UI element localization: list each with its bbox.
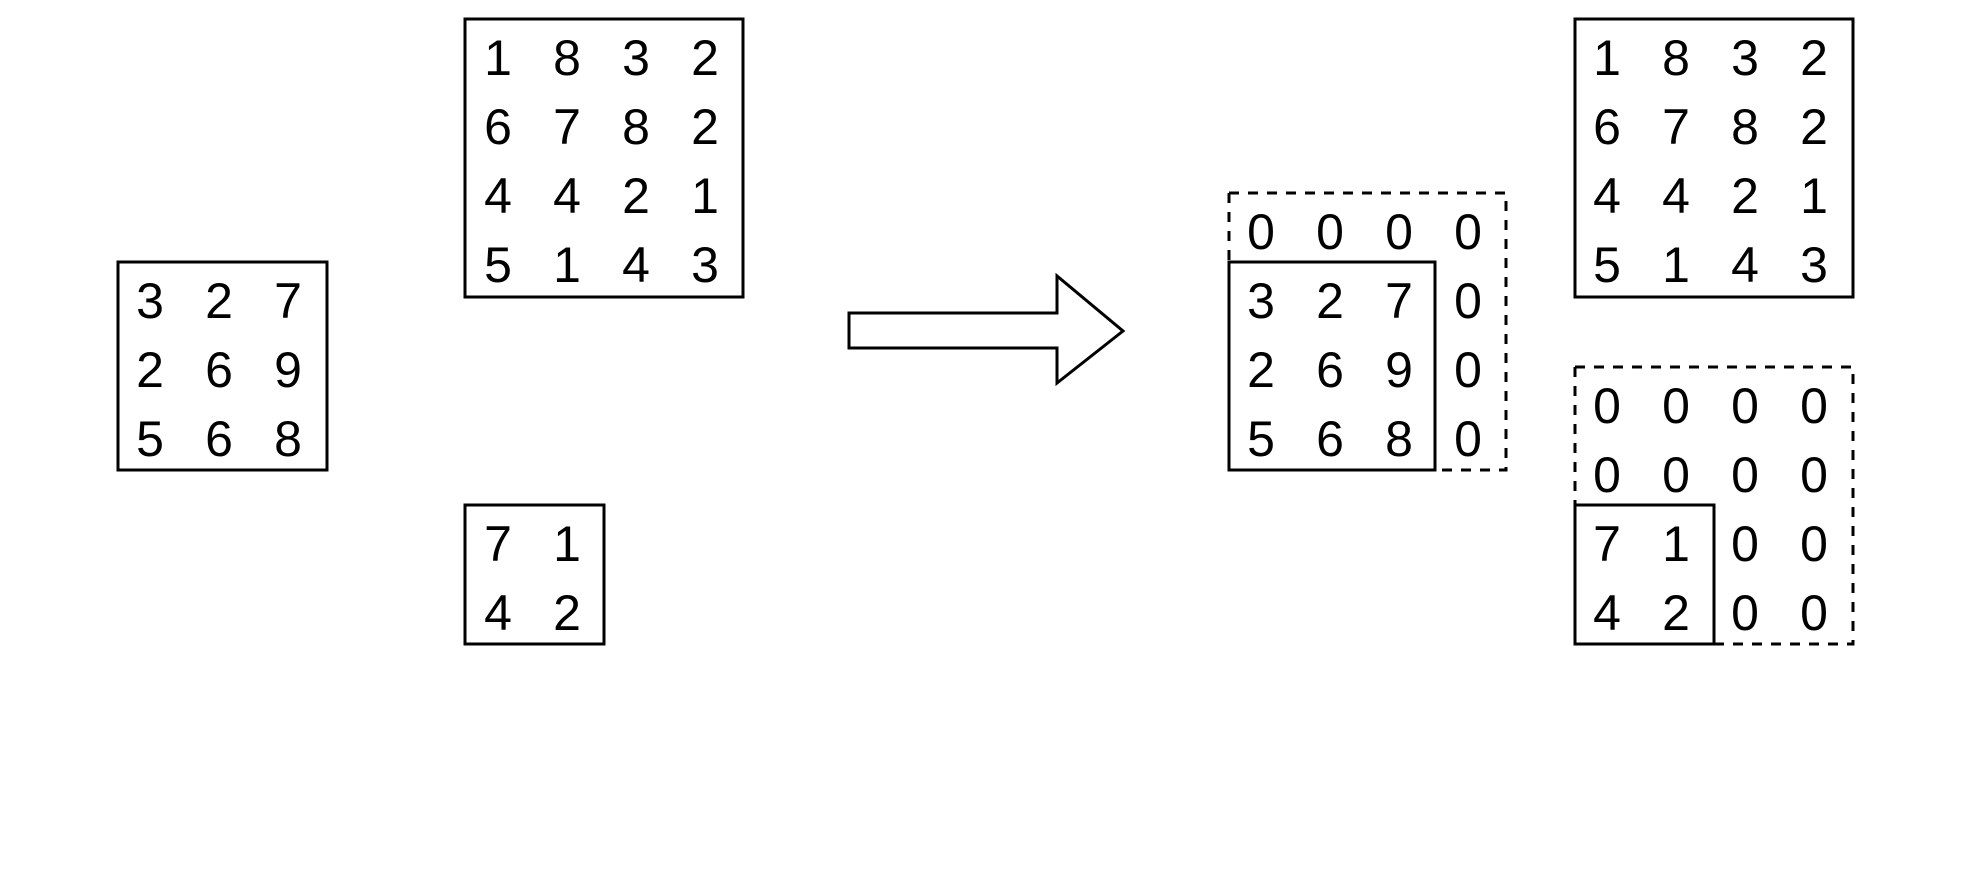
matrix-cell: 5 — [1247, 411, 1275, 467]
matrix-cell: 5 — [484, 237, 512, 293]
matrix-cell: 4 — [1593, 585, 1621, 641]
matrix-cell: 3 — [136, 273, 164, 329]
matrix-cell: 0 — [1454, 273, 1482, 329]
matrix-cell: 1 — [553, 516, 581, 572]
matrix-cell: 2 — [691, 99, 719, 155]
matrix-cell: 7 — [274, 273, 302, 329]
matrix-cell: 0 — [1800, 516, 1828, 572]
matrix-cell: 2 — [691, 30, 719, 86]
matrix-cell: 0 — [1385, 204, 1413, 260]
matrix-cell: 3 — [1731, 30, 1759, 86]
matrix-cell: 6 — [205, 411, 233, 467]
matrix-cell: 2 — [1800, 99, 1828, 155]
matrix-cell: 1 — [1593, 30, 1621, 86]
matrix-cell: 0 — [1454, 342, 1482, 398]
matrix-cell: 7 — [1662, 99, 1690, 155]
matrix-cell: 9 — [274, 342, 302, 398]
matrix-cell: 0 — [1800, 585, 1828, 641]
input-matrix-3x3-border — [116, 260, 329, 472]
matrix-cell: 2 — [622, 168, 650, 224]
matrix-cell: 4 — [1662, 168, 1690, 224]
matrix-cell: 8 — [1731, 99, 1759, 155]
matrix-cell: 0 — [1800, 447, 1828, 503]
output-matrix-4x4-border — [1573, 17, 1855, 299]
matrix-cell: 6 — [1593, 99, 1621, 155]
matrix-cell: 2 — [1316, 273, 1344, 329]
matrix-cell: 2 — [1731, 168, 1759, 224]
matrix-cell: 5 — [1593, 237, 1621, 293]
input-matrix-4x4-border — [463, 17, 745, 299]
original-2x2-border — [1573, 503, 1716, 646]
matrix-cell: 1 — [691, 168, 719, 224]
matrix-cell: 0 — [1662, 378, 1690, 434]
matrix-cell: 8 — [1385, 411, 1413, 467]
matrix-cell: 0 — [1731, 516, 1759, 572]
matrix-cell: 3 — [1800, 237, 1828, 293]
matrix-cell: 2 — [1800, 30, 1828, 86]
matrix-cell: 7 — [1593, 516, 1621, 572]
matrix-cell: 0 — [1454, 411, 1482, 467]
matrix-cell: 6 — [205, 342, 233, 398]
matrix-cell: 1 — [1800, 168, 1828, 224]
input-matrix-2x2-border — [463, 503, 606, 646]
matrix-cell: 0 — [1731, 378, 1759, 434]
matrix-cell: 4 — [622, 237, 650, 293]
padding-border-dashed — [1573, 365, 1855, 646]
matrix-cell: 4 — [1593, 168, 1621, 224]
matrix-cell: 0 — [1731, 447, 1759, 503]
matrix-cell: 6 — [1316, 342, 1344, 398]
matrix-cell: 8 — [622, 99, 650, 155]
matrix-cell: 2 — [1662, 585, 1690, 641]
matrix-cell: 9 — [1385, 342, 1413, 398]
matrix-cell: 0 — [1316, 204, 1344, 260]
matrix-cell: 0 — [1247, 204, 1275, 260]
matrix-cell: 1 — [484, 30, 512, 86]
matrix-cell: 2 — [553, 585, 581, 641]
matrix-cell: 8 — [1662, 30, 1690, 86]
matrix-cell: 7 — [553, 99, 581, 155]
matrix-cell: 0 — [1454, 204, 1482, 260]
matrix-cell: 7 — [484, 516, 512, 572]
matrix-cell: 4 — [553, 168, 581, 224]
matrix-cell: 2 — [205, 273, 233, 329]
matrix-cell: 8 — [274, 411, 302, 467]
matrix-cell: 3 — [622, 30, 650, 86]
matrix-cell: 0 — [1662, 447, 1690, 503]
matrix-cell: 1 — [553, 237, 581, 293]
matrix-cell: 1 — [1662, 237, 1690, 293]
matrix-cell: 0 — [1731, 585, 1759, 641]
right-arrow-icon — [847, 272, 1126, 387]
matrix-cell: 3 — [691, 237, 719, 293]
matrix-cell: 0 — [1593, 447, 1621, 503]
matrix-cell: 7 — [1385, 273, 1413, 329]
matrix-cell: 3 — [1247, 273, 1275, 329]
matrix-cell: 5 — [136, 411, 164, 467]
matrix-cell: 0 — [1800, 378, 1828, 434]
matrix-cell: 6 — [484, 99, 512, 155]
matrix-cell: 1 — [1662, 516, 1690, 572]
original-3x3-border — [1227, 260, 1437, 472]
matrix-cell: 8 — [553, 30, 581, 86]
matrix-cell: 2 — [136, 342, 164, 398]
matrix-cell: 6 — [1316, 411, 1344, 467]
matrix-cell: 4 — [1731, 237, 1759, 293]
matrix-cell: 4 — [484, 168, 512, 224]
matrix-cell: 4 — [484, 585, 512, 641]
padding-border-dashed — [1227, 191, 1508, 472]
matrix-cell: 2 — [1247, 342, 1275, 398]
matrix-cell: 0 — [1593, 378, 1621, 434]
